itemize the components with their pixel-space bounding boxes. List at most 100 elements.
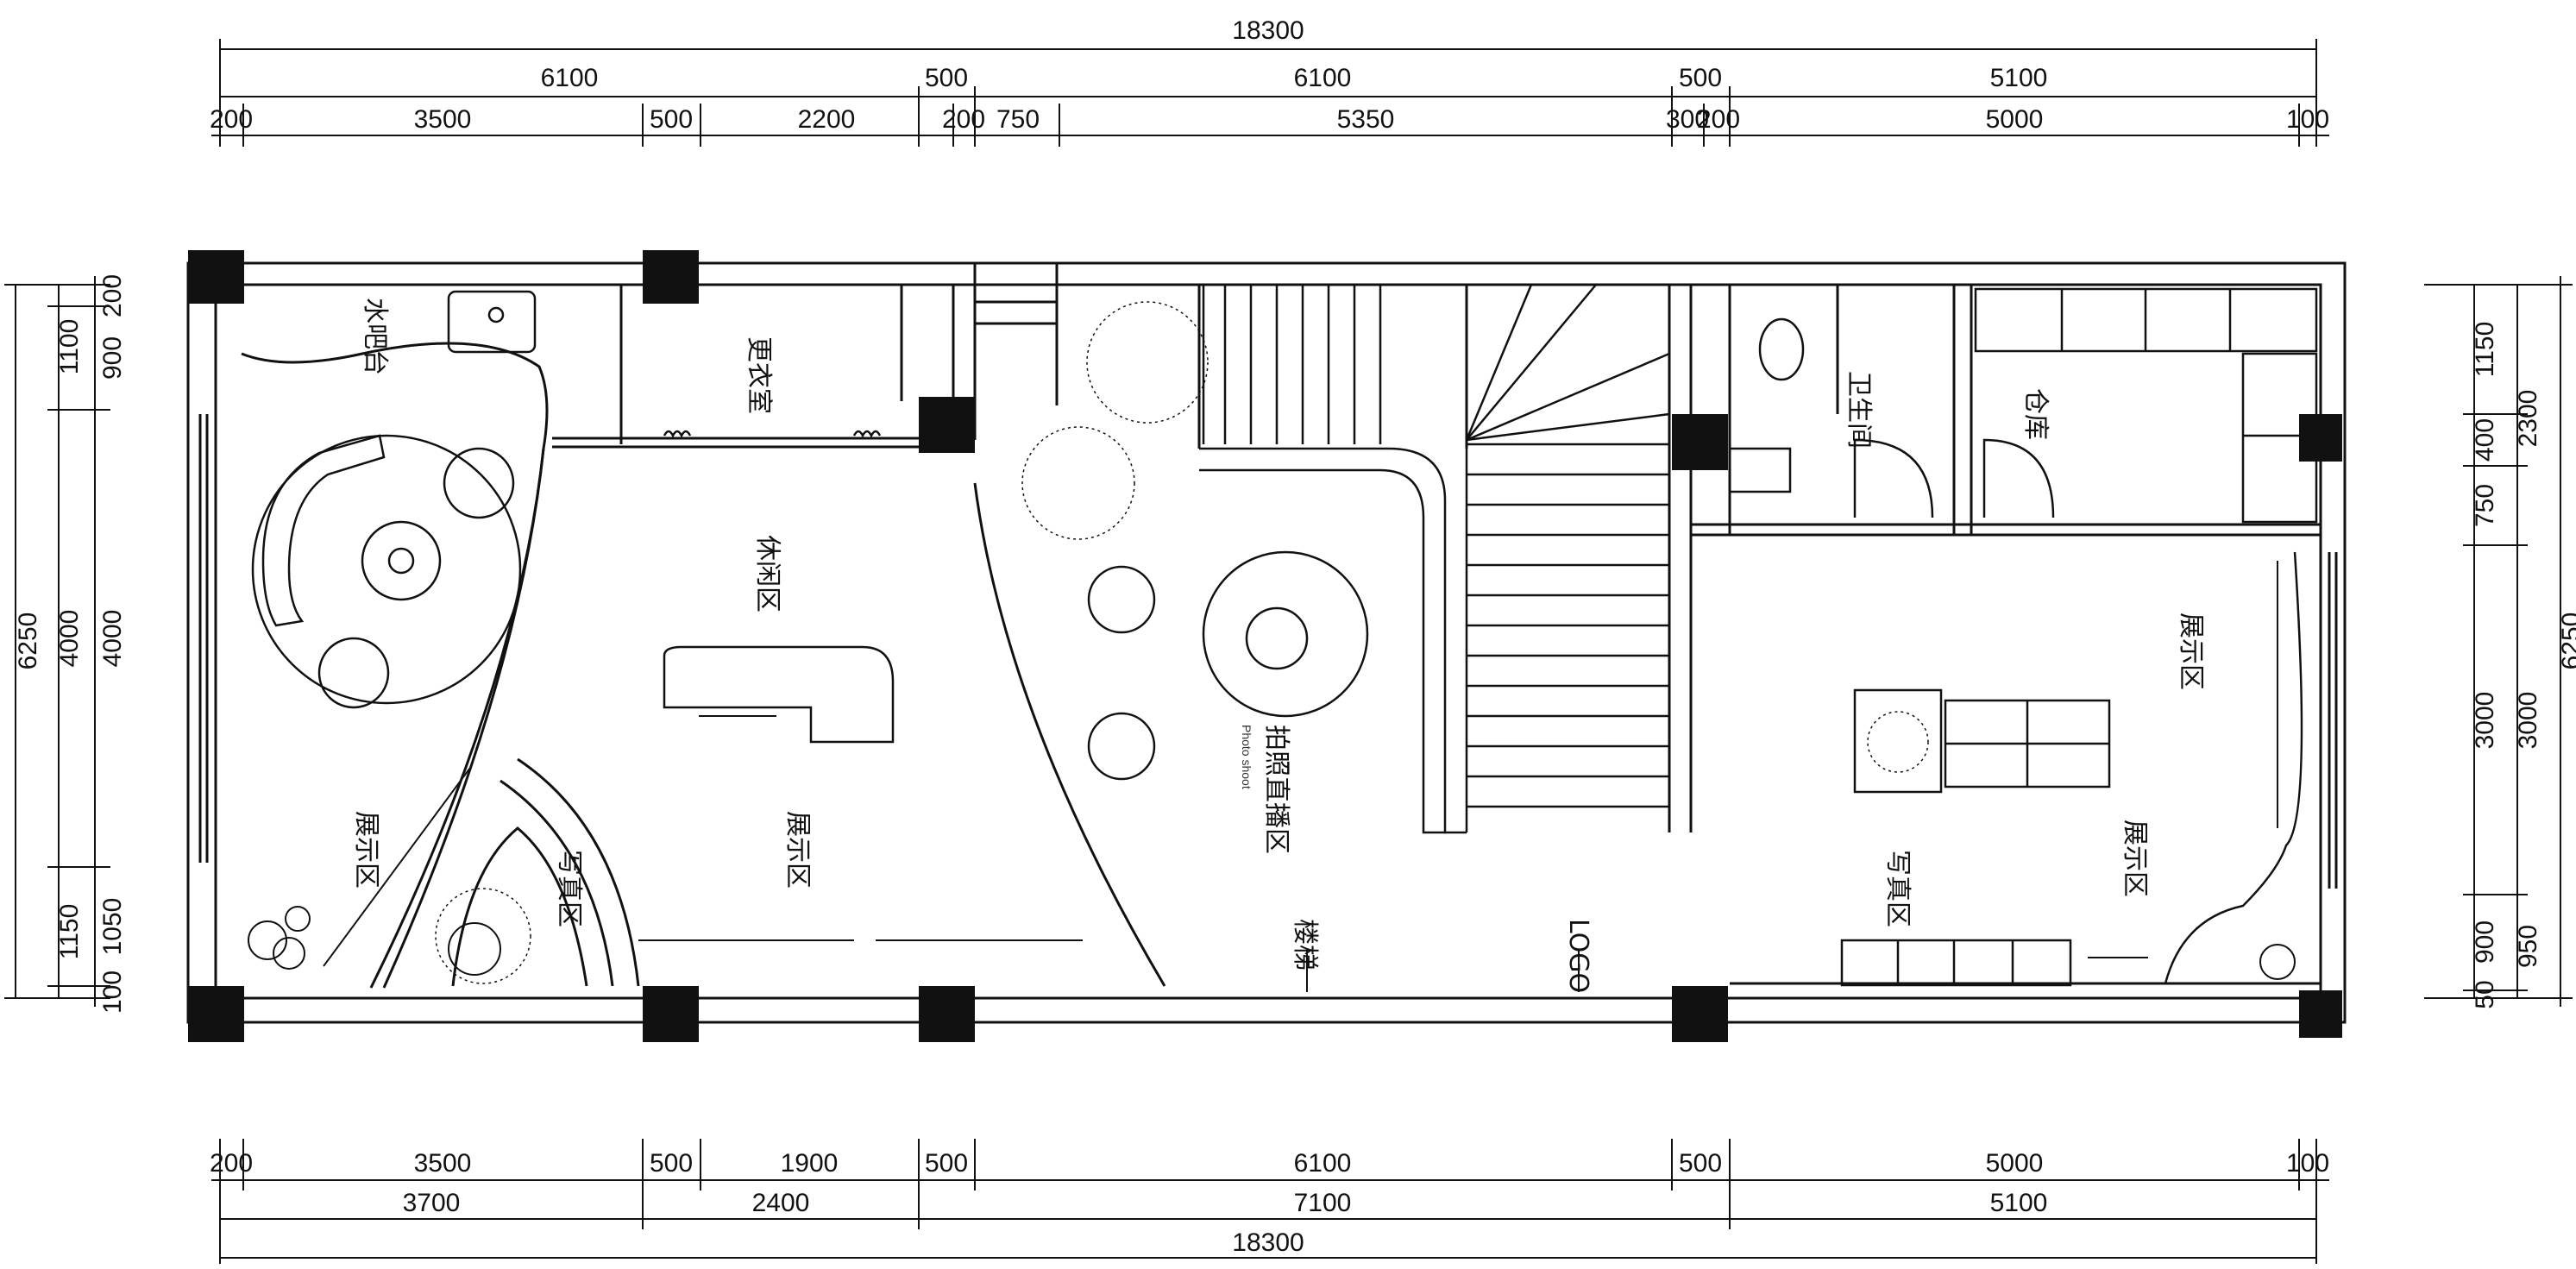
display-shelf (1840, 939, 2072, 987)
curved-partitions (241, 342, 1166, 989)
dimension-bottom (211, 1139, 2329, 1264)
dim-bottom-row1: 5000 (1986, 1149, 2044, 1178)
door-swing (1853, 438, 1934, 518)
dim-top-row3: 500 (650, 105, 693, 134)
dimension-top (211, 39, 2329, 147)
column (188, 250, 244, 304)
dim-right-overall: 6250 (2557, 613, 2576, 670)
dim-bottom-row1: 500 (1679, 1149, 1722, 1178)
column (643, 250, 699, 304)
dim-bottom-row1: 1900 (781, 1149, 839, 1178)
dimension-top-text: 18300 6100 500 6100 500 5100 200 3500 50… (210, 16, 2329, 134)
dim-top-row2: 5100 (1990, 64, 2048, 92)
dim-left-middle: 1150 (55, 904, 84, 960)
rest-area-rug (251, 434, 522, 705)
building-walls (186, 261, 2347, 1024)
dimension-right-text: 1150 400 750 3000 900 50 2300 3000 950 6… (2471, 322, 2576, 1009)
dim-bottom-row1: 500 (925, 1149, 968, 1178)
dim-left-inner: 100 (98, 971, 127, 1014)
stool (1087, 712, 1156, 781)
structural-columns (188, 250, 2342, 1042)
dim-left-middle: 1100 (55, 319, 84, 375)
dim-bottom-row2: 3700 (403, 1189, 461, 1217)
column (919, 986, 975, 1042)
label-display-area-left: 展示区 (351, 811, 381, 889)
counter (663, 645, 895, 744)
dim-top-row2: 6100 (1294, 64, 1352, 92)
dim-top-row3: 5000 (1986, 105, 2044, 134)
dim-bottom-row1: 200 (210, 1149, 253, 1178)
plants (248, 301, 2296, 984)
stool (1087, 565, 1156, 634)
dim-right-inner: 750 (2471, 484, 2499, 527)
dim-left-inner: 1050 (98, 898, 127, 956)
dim-right-middle: 950 (2514, 925, 2542, 968)
dim-top-row2: 6100 (541, 64, 599, 92)
dimension-left (4, 276, 110, 1007)
column (1672, 986, 1728, 1042)
dim-right-inner: 900 (2471, 920, 2499, 964)
dim-right-inner: 400 (2471, 418, 2499, 462)
label-photo-area: 写真区 (554, 850, 584, 927)
label-photo-shoot: 拍照直播区 (1261, 725, 1291, 854)
dim-left-inner: 900 (98, 336, 127, 380)
dim-bottom-row1: 500 (650, 1149, 693, 1178)
dim-right-inner: 3000 (2471, 692, 2499, 750)
dim-top-overall: 18300 (1232, 16, 1304, 45)
label-display-area-right: 展示区 (2176, 613, 2206, 690)
dim-top-row3: 200 (210, 105, 253, 134)
dim-top-row3: 3500 (414, 105, 472, 134)
dim-left-inner: 4000 (98, 610, 127, 668)
dim-top-row2: 500 (1679, 64, 1722, 92)
label-toilet: 卫生间 (1844, 371, 1874, 449)
dim-top-row3: 750 (996, 105, 1040, 134)
label-water-bar: 水吧台 (360, 298, 390, 375)
dim-right-inner: 50 (2471, 980, 2499, 1008)
dim-bottom-row2: 7100 (1294, 1189, 1352, 1217)
staircase (1199, 284, 1670, 834)
label-storage: 仓库 (2020, 388, 2051, 440)
label-rest-area: 休闲区 (752, 535, 782, 613)
storage-shelf (2241, 352, 2318, 524)
planter (1853, 688, 1943, 794)
dim-bottom-overall: 18300 (1232, 1228, 1304, 1257)
dimension-bottom-text: 200 3500 500 1900 500 6100 500 5000 100 … (210, 1149, 2329, 1257)
column (2299, 990, 2342, 1038)
dimension-right (2424, 276, 2573, 1007)
label-display-area-center: 展示区 (782, 811, 813, 889)
dim-right-inner: 1150 (2471, 322, 2499, 378)
dim-bottom-row1: 3500 (414, 1149, 472, 1178)
logo-pointers (1306, 949, 1580, 992)
room-labels: 水吧台 更衣室 休闲区 展示区 展示区 写真区 拍照直播区 Photo shoo… (351, 298, 2206, 993)
dim-bottom-row2: 5100 (1990, 1189, 2048, 1217)
dim-top-row3: 5350 (1337, 105, 1395, 134)
wash-basin (1728, 447, 1792, 493)
dim-left-inner: 200 (98, 274, 127, 317)
dim-right-middle: 3000 (2514, 692, 2542, 750)
coffee-table (361, 520, 442, 601)
column (2299, 414, 2342, 462)
clothes-racks (323, 561, 2278, 967)
toilet-fixture (1758, 317, 1805, 381)
dim-top-row2: 500 (925, 64, 968, 92)
column (1672, 414, 1728, 470)
dim-right-middle: 2300 (2514, 390, 2542, 448)
dimension-left-text: 200 900 4000 1050 100 1100 4000 1150 625… (14, 274, 127, 1014)
column (188, 986, 244, 1042)
label-stair: 楼梯 (1290, 919, 1320, 971)
dim-left-overall: 6250 (14, 613, 42, 670)
door-swing (1982, 438, 2055, 518)
dim-bottom-row2: 2400 (752, 1189, 810, 1217)
dim-top-row3: 200 (942, 105, 985, 134)
label-changing-room: 更衣室 (744, 336, 774, 414)
sink (447, 290, 537, 354)
column (919, 397, 975, 453)
label-photo-shoot-sub: Photo shoot (1240, 725, 1253, 789)
column (643, 986, 699, 1042)
dim-top-row3: 2200 (798, 105, 856, 134)
stool (317, 637, 390, 709)
stool (443, 447, 515, 519)
dim-bottom-row1: 100 (2286, 1149, 2329, 1178)
dim-top-row3: 200 (1697, 105, 1740, 134)
